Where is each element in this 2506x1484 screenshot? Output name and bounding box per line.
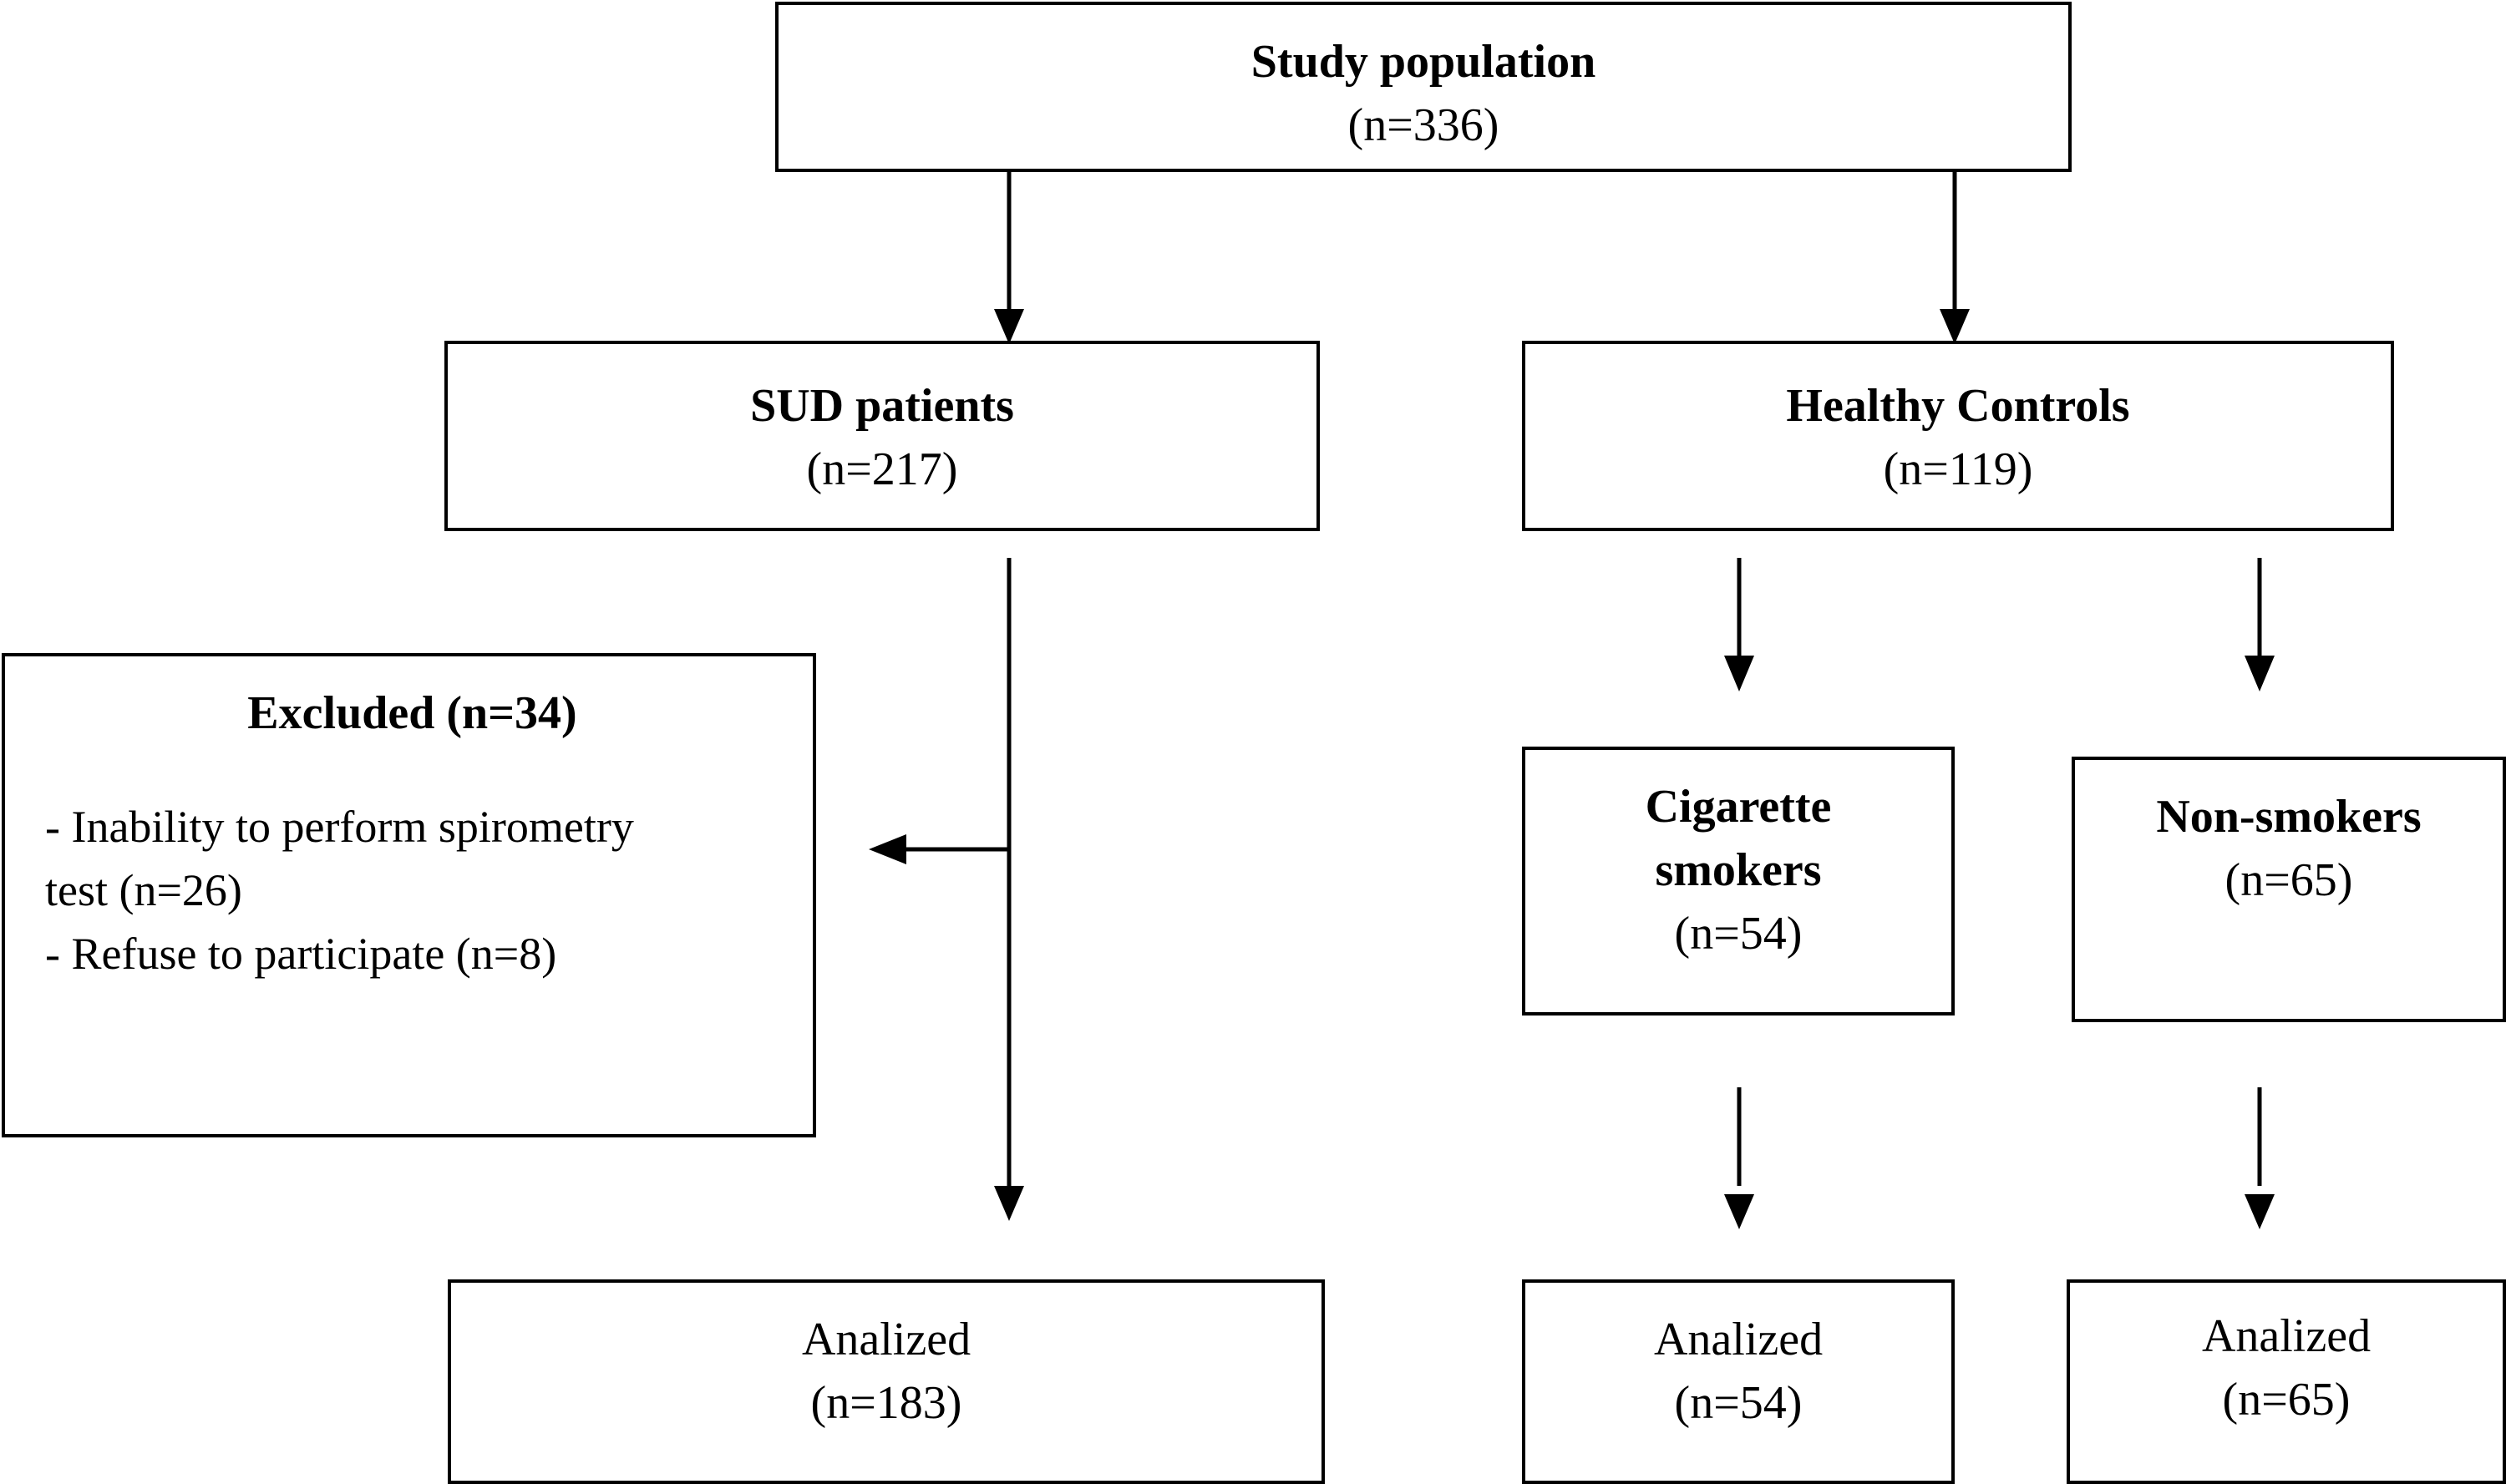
arrowhead-smokers-to-analyzed — [1724, 1194, 1754, 1229]
cigarette-smokers-count: (n=54) — [1674, 908, 1803, 960]
arrowhead-population-to-sud — [994, 309, 1024, 344]
analyzed-nonsmokers-count: (n=65) — [2222, 1374, 2351, 1426]
analyzed-sud-box: Analized (n=183) — [448, 1279, 1325, 1484]
analyzed-smokers-label: Analized — [1653, 1314, 1824, 1365]
healthy-controls-title: Healthy Controls — [1786, 380, 2130, 432]
healthy-controls-box: Healthy Controls (n=119) — [1522, 341, 2394, 531]
arrowhead-controls-to-smokers — [1724, 656, 1754, 691]
arrowhead-nonsmokers-to-analyzed — [2245, 1194, 2275, 1229]
analyzed-smokers-count: (n=54) — [1674, 1377, 1803, 1429]
non-smokers-box: Non-smokers (n=65) — [2072, 757, 2506, 1022]
analyzed-sud-label: Analized — [801, 1314, 971, 1365]
study-population-count: (n=336) — [1347, 99, 1499, 151]
cigarette-smokers-title-1: Cigarette — [1645, 781, 1832, 833]
excluded-box: Excluded (n=34) - Inability to perform s… — [2, 653, 816, 1137]
arrowhead-controls-to-nonsmokers — [2245, 656, 2275, 691]
cigarette-smokers-box: Cigarette smokers (n=54) — [1522, 747, 1955, 1016]
non-smokers-count: (n=65) — [2224, 854, 2353, 906]
analyzed-smokers-box: Analized (n=54) — [1522, 1279, 1955, 1484]
study-population-title: Study population — [1250, 36, 1596, 88]
sud-patients-box: SUD patients (n=217) — [444, 341, 1320, 531]
arrowhead-sud-to-analyzed — [994, 1186, 1024, 1221]
analyzed-sud-count: (n=183) — [810, 1377, 962, 1429]
healthy-controls-count: (n=119) — [1883, 443, 2033, 495]
excluded-title: Excluded (n=34) — [247, 687, 577, 739]
excluded-reason-2: - Refuse to participate (n=8) — [45, 929, 557, 979]
sud-patients-count: (n=217) — [806, 443, 958, 495]
analyzed-nonsmokers-box: Analized (n=65) — [2067, 1279, 2506, 1484]
non-smokers-title: Non-smokers — [2156, 791, 2422, 843]
analyzed-nonsmokers-label: Analized — [2201, 1310, 2372, 1362]
sud-patients-title: SUD patients — [750, 380, 1014, 432]
arrowhead-sud-to-excluded — [869, 834, 906, 864]
arrowhead-population-to-controls — [1940, 309, 1970, 344]
excluded-reason-1-cont: test (n=26) — [45, 865, 242, 915]
cigarette-smokers-title-2: smokers — [1655, 844, 1822, 896]
excluded-reason-1: - Inability to perform spirometry — [45, 802, 634, 852]
study-population-box: Study population (n=336) — [775, 2, 2072, 172]
